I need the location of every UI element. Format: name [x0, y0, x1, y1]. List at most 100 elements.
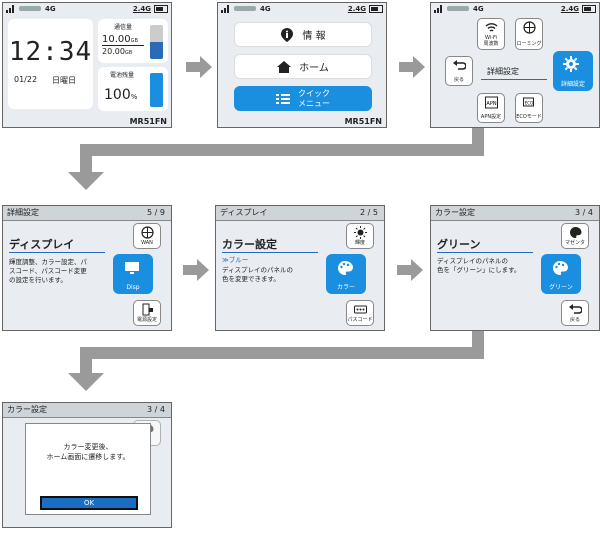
right-arrow-icon: [186, 56, 212, 78]
color-button[interactable]: カラー: [326, 254, 366, 294]
right-arrow-icon: [399, 56, 425, 78]
wifi-frequency-button[interactable]: Wi-Fi 周波数: [477, 18, 505, 50]
item-title: カラー設定: [222, 238, 277, 251]
center-label: 詳細設定: [487, 67, 519, 76]
quick-menu-button[interactable]: クイック メニュー: [234, 86, 372, 111]
battery-icon: [369, 5, 383, 13]
battery-panel: 電池残量 100%: [98, 67, 168, 111]
palette-icon: [338, 261, 353, 275]
wifi-icon: [485, 23, 498, 32]
signal-icon: [6, 5, 16, 13]
apn-settings-button[interactable]: APN APN設定: [477, 93, 505, 123]
power-icon: [142, 303, 153, 316]
back-button[interactable]: 戻る: [561, 300, 589, 326]
info-label: 情 報: [302, 31, 326, 42]
wifi-band: 2.4G: [347, 5, 366, 13]
info-icon: [280, 27, 294, 42]
globe-icon: [141, 226, 154, 239]
palette-icon: [570, 227, 582, 238]
signal-icon: [434, 5, 444, 13]
ok-button[interactable]: OK: [40, 496, 138, 510]
home-icon: [277, 60, 292, 74]
carrier-name: [447, 6, 469, 11]
status-bar: 4G 2.4G: [431, 3, 599, 15]
passcode-icon: [354, 305, 367, 314]
confirm-dialog: カラー変更後、 ホーム画面に遷移します。 OK: [25, 423, 151, 515]
palette-icon: [553, 261, 568, 275]
page-indicator: 3 / 4: [147, 405, 165, 414]
battery-gauge: [150, 73, 163, 107]
network-type: 4G: [473, 5, 484, 13]
item-description: ディスプレイのパネルの 色を変更できます。: [222, 266, 294, 283]
signal-icon: [221, 5, 231, 13]
battery-value: 100%: [104, 87, 138, 103]
wan-button[interactable]: WAN: [133, 223, 161, 249]
item-title: グリーン: [437, 238, 481, 251]
battery-icon: [154, 5, 168, 13]
clock-panel: 12:34 01/22 日曜日: [8, 19, 93, 109]
main-menu-screen: 4G 2.4G 情 報 ホーム クイック メニュー MR51FN: [217, 2, 387, 128]
clock: 12:34: [8, 37, 93, 67]
apn-icon: APN: [485, 96, 498, 109]
network-type: 4G: [260, 5, 271, 13]
status-bar: 4G 2.4G: [218, 3, 386, 15]
green-button[interactable]: グリーン: [541, 254, 581, 294]
back-button[interactable]: 戻る: [445, 56, 473, 86]
network-type: 4G: [45, 5, 56, 13]
svg-text:ECO: ECO: [525, 101, 533, 106]
brightness-button[interactable]: 輝度: [346, 223, 374, 249]
list-icon: [276, 92, 290, 106]
carrier-name: [234, 6, 256, 11]
data-usage-panel: 通信量 10.00GB 20.00GB: [98, 19, 168, 63]
current-value: ≫ブルー: [222, 256, 249, 264]
item-title: ディスプレイ: [9, 238, 75, 251]
eco-mode-button[interactable]: ECO ECOモード: [515, 93, 543, 123]
home-screen: 4G 2.4G 12:34 01/22 日曜日 通信量 10.00GB 20.0…: [2, 2, 172, 128]
quick-menu-label: クイック メニュー: [298, 88, 330, 108]
eco-icon: ECO: [523, 97, 534, 107]
passcode-button[interactable]: パスコード: [346, 300, 374, 326]
svg-text:APN: APN: [486, 101, 496, 107]
dialog-message: カラー変更後、 ホーム画面に遷移します。: [46, 443, 130, 461]
battery-label: 電池残量: [110, 72, 135, 79]
monitor-icon: [125, 262, 139, 274]
advanced-settings-button[interactable]: 詳細設定: [553, 51, 593, 91]
home-button[interactable]: ホーム: [234, 54, 372, 79]
magenta-button[interactable]: マゼンタ: [561, 223, 589, 249]
gear-icon: [563, 56, 579, 72]
item-description: ディスプレイのパネルの 色を「グリーン」にします。: [437, 257, 521, 274]
roaming-icon: [523, 21, 536, 34]
data-total: 20.00GB: [102, 47, 133, 56]
right-arrow-icon: [183, 259, 209, 281]
battery-icon: [582, 5, 596, 13]
data-gauge: [150, 25, 163, 59]
page-indicator: 2 / 5: [360, 208, 378, 217]
weekday: 日曜日: [52, 76, 76, 85]
page-indicator: 5 / 9: [147, 208, 165, 217]
data-label: 通信量: [114, 24, 133, 31]
display-button[interactable]: Disp: [113, 254, 153, 294]
power-settings-button[interactable]: 電源設定: [133, 300, 161, 326]
home-label: ホーム: [299, 63, 329, 74]
page-indicator: 3 / 4: [575, 208, 593, 217]
quick-menu-screen: 4G 2.4G Wi-Fi 周波数 ローミング 戻る 詳細設定 詳細設定 APN…: [430, 2, 600, 128]
item-description: 輝度調整、カラー設定、パ スコード、パスコード変更 の設定を行います。: [9, 258, 87, 284]
info-button[interactable]: 情 報: [234, 22, 372, 47]
back-arrow-icon: [569, 304, 582, 314]
data-used: 10.00GB: [102, 34, 138, 45]
brightness-icon: [354, 226, 367, 239]
flow-connector-icon: [0, 128, 600, 192]
roaming-button[interactable]: ローミング: [515, 18, 543, 50]
wifi-band: 2.4G: [132, 5, 151, 13]
wifi-band: 2.4G: [560, 5, 579, 13]
right-arrow-icon: [397, 259, 423, 281]
status-bar: 4G 2.4G: [3, 3, 171, 15]
